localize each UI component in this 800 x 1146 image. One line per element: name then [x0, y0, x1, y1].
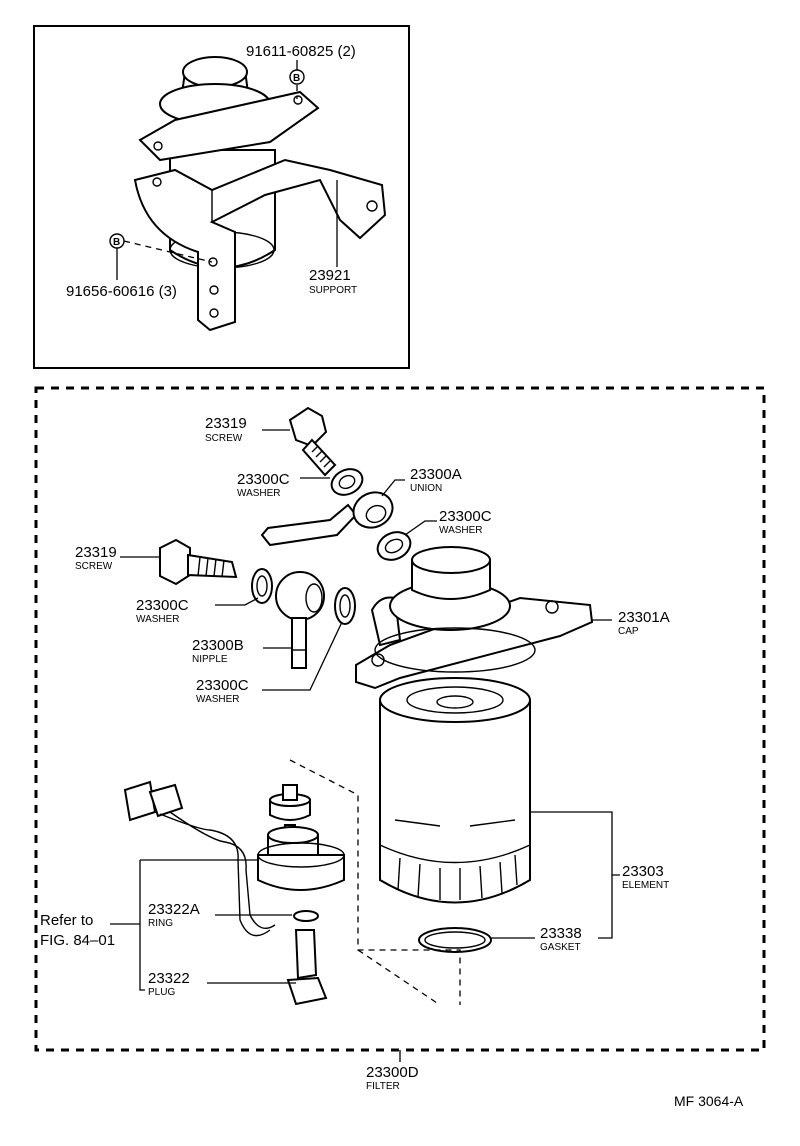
callout-bolt-left-part: 91656-60616 (3) — [66, 283, 177, 300]
callout-washer-2-name: WASHER — [439, 525, 483, 536]
inset-support-bracket — [133, 158, 387, 332]
figure-code: MF 3064-A — [674, 1093, 744, 1109]
reference-note-line1: Refer to — [40, 912, 93, 929]
callout-filter-name: FILTER — [366, 1081, 400, 1092]
bolt-marker-left: B — [109, 233, 125, 249]
sensor-assembly — [123, 780, 345, 1006]
callout-washer-1-part: 23300C — [237, 471, 290, 488]
callout-element-name: ELEMENT — [622, 880, 669, 891]
callout-washer-3-part: 23300C — [136, 597, 189, 614]
washer-3-part — [251, 568, 273, 604]
callout-union-part: 23300A — [410, 466, 462, 483]
gasket-part — [418, 927, 492, 953]
marker-letter: B — [113, 237, 120, 248]
callout-cap-part: 23301A — [618, 609, 670, 626]
callout-screw-left-name: SCREW — [75, 561, 113, 572]
washer-2-part — [376, 531, 412, 561]
marker-letter: B — [293, 73, 300, 84]
callout-washer-4-part: 23300C — [196, 677, 249, 694]
screw-top-part — [288, 406, 337, 477]
callout-ring-name: RING — [148, 918, 173, 929]
nipple-part — [275, 571, 325, 669]
callout-gasket-part: 23338 — [540, 925, 582, 942]
callout-washer-4-name: WASHER — [196, 694, 240, 705]
reference-note-line2: FIG. 84–01 — [40, 932, 115, 949]
callout-screw-left-part: 23319 — [75, 544, 117, 561]
callout-ring-part: 23322A — [148, 901, 200, 918]
callout-gasket-name: GASKET — [540, 942, 581, 953]
main-assembly-frame — [34, 386, 766, 1052]
washer-1-part — [330, 468, 364, 496]
callout-nipple-name: NIPPLE — [192, 654, 228, 665]
callout-plug-part: 23322 — [148, 970, 190, 987]
callout-nipple-part: 23300B — [192, 637, 244, 654]
callout-element-part: 23303 — [622, 863, 664, 880]
callout-washer-2-part: 23300C — [439, 508, 492, 525]
washer-4-part — [334, 587, 356, 625]
union-part — [260, 491, 394, 547]
callout-plug-name: PLUG — [148, 987, 175, 998]
inset-frame — [33, 25, 410, 369]
callout-screw-top-part: 23319 — [205, 415, 247, 432]
bolt-marker-top: B — [289, 69, 305, 85]
callout-support-part: 23921 — [309, 267, 351, 284]
callout-union-name: UNION — [410, 483, 442, 494]
callout-screw-top-name: SCREW — [205, 433, 243, 444]
callout-bolt-top-part: 91611-60825 (2) — [246, 43, 356, 60]
cap-part — [355, 546, 594, 690]
callout-filter-part: 23300D — [366, 1064, 419, 1081]
callout-washer-1-name: WASHER — [237, 488, 281, 499]
callout-washer-3-name: WASHER — [136, 614, 180, 625]
element-part — [379, 677, 531, 904]
screw-left-part — [159, 538, 238, 586]
callout-support-name: SUPPORT — [309, 285, 357, 296]
callout-cap-name: CAP — [618, 626, 639, 637]
